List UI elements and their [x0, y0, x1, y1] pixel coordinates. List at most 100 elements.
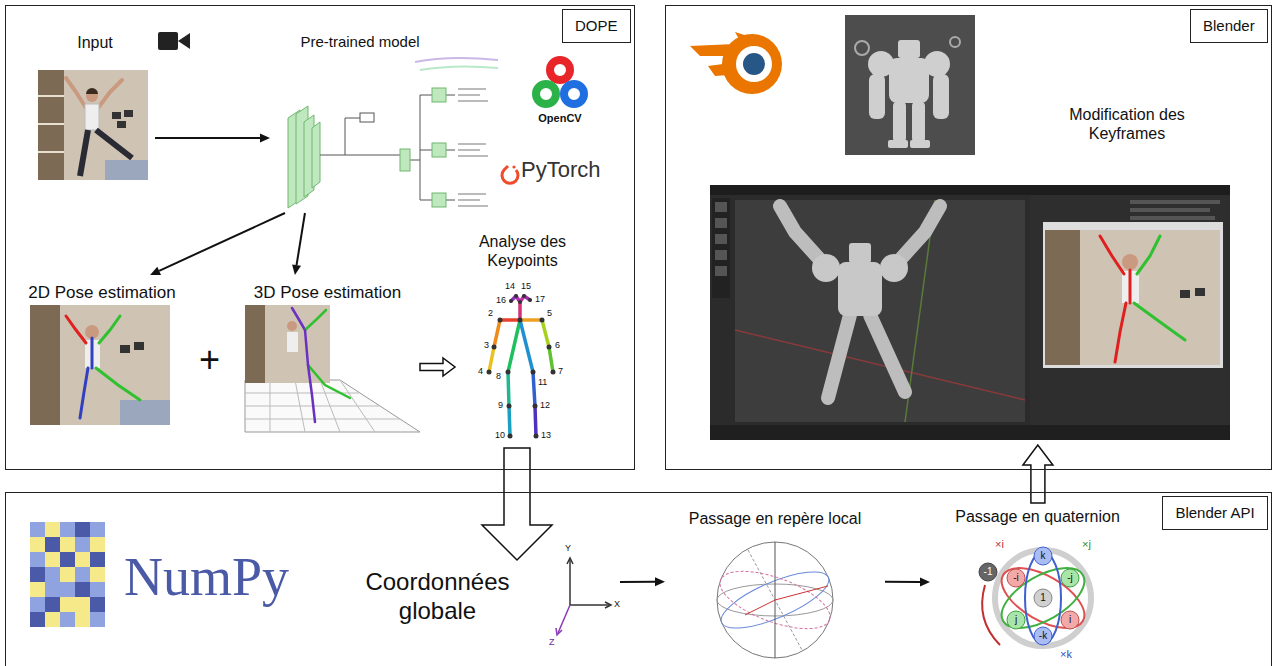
keypoint-skeleton-part	[508, 320, 520, 372]
label-holder: 15	[521, 282, 531, 292]
numpy-logo-part	[30, 552, 45, 567]
label-holder: 6	[555, 341, 560, 351]
keypoint-dots-part	[498, 318, 503, 323]
numpy-logo-part	[75, 612, 90, 627]
keypoint-dots-part	[540, 318, 545, 323]
robot-thumbnail-part-part	[893, 102, 906, 142]
label-holder: 9	[498, 401, 503, 411]
blender-screenshot-part-part	[828, 315, 850, 398]
blender-screenshot-part-part	[1115, 303, 1126, 362]
numpy-logo-part	[75, 582, 90, 597]
blender-screenshot-part	[735, 200, 1025, 422]
global-axes-part	[569, 560, 571, 605]
robot-thumbnail-part	[845, 15, 975, 155]
flow-connector	[150, 213, 285, 275]
blender-screenshot-part-part	[715, 250, 727, 260]
pose-2d-photo	[30, 305, 170, 425]
robot-thumbnail-part	[950, 37, 960, 47]
connector-line	[297, 213, 305, 265]
pose-2d-photo-part	[66, 316, 140, 418]
network-diagram-part	[432, 193, 446, 207]
numpy-logo-part	[30, 582, 45, 597]
celestial-sphere-part	[775, 586, 828, 600]
blender-screenshot-part	[1130, 200, 1220, 220]
logo-name: NumPy	[124, 548, 289, 607]
blender-logo	[690, 32, 782, 94]
input-photo-part	[38, 151, 64, 153]
robot-thumbnail	[845, 15, 975, 155]
input-photo-part	[80, 130, 88, 176]
label-holder: 17	[535, 295, 545, 305]
pose-3d-figure-part-part	[295, 380, 305, 432]
numpy-logo-part	[30, 522, 45, 537]
numpy-logo-part	[30, 537, 45, 552]
global-axes-part	[556, 628, 562, 635]
pose-2d-photo-part	[120, 345, 130, 353]
label-holder: 3	[484, 341, 489, 351]
keypoint-skeleton-part	[520, 318, 542, 322]
keypoint-skeleton-part	[508, 372, 509, 406]
hollow-arrow	[482, 448, 552, 560]
pose-3d-figure-part-part	[340, 380, 375, 432]
keypoint-dots-part	[534, 434, 539, 439]
blender-screenshot-part-part	[1130, 216, 1215, 220]
quaternion-unit: -k	[1034, 630, 1052, 641]
camera-icon-part	[178, 33, 190, 49]
blender-screenshot-part-part	[880, 254, 908, 282]
numpy-logo-part	[60, 597, 75, 612]
pose-3d-figure-part-part	[305, 330, 308, 365]
input-photo-part	[124, 110, 133, 117]
label-holder: 10	[495, 431, 505, 441]
blender-screenshot-part-part	[715, 202, 727, 212]
quaternion-diagram-part	[1007, 569, 1025, 587]
keypoint-dots-part	[492, 345, 497, 350]
flow-connector	[155, 134, 270, 143]
label-holder: j	[1007, 614, 1025, 625]
keypoint-number: 8	[496, 372, 501, 382]
numpy-logo-part	[30, 597, 45, 612]
blender-screenshot-part	[1100, 236, 1185, 362]
pose-3d-figure-part-part	[308, 365, 350, 398]
blender-screenshot-part	[712, 198, 730, 298]
camera-icon-part	[158, 32, 178, 50]
network-diagram-part	[458, 88, 488, 207]
blender-screenshot-part-part	[715, 266, 727, 276]
axis-name: X	[614, 600, 620, 610]
blender-screenshot-part-part	[1130, 200, 1220, 204]
numpy-logo-part	[30, 567, 45, 582]
stage-caption: 3D Pose estimation	[235, 283, 420, 303]
flow-connector	[420, 358, 455, 376]
flow-connector	[482, 448, 552, 560]
robot-thumbnail-part-part	[869, 74, 885, 119]
blender-screenshot-part-part	[715, 218, 727, 228]
pose-3d-figure-part-part	[292, 308, 305, 330]
label-holder: 7	[558, 367, 563, 377]
numpy-logo-part	[45, 522, 60, 537]
connector-line	[885, 581, 920, 583]
label-holder: 8	[496, 372, 501, 382]
network-diagram-part	[432, 143, 446, 157]
network-diagram-part-part	[458, 143, 486, 145]
pose-3d-figure-part	[292, 308, 350, 422]
stage-caption: 2D Pose estimation	[12, 283, 192, 303]
label-holder: Z	[549, 638, 555, 648]
numpy-logo-part	[90, 552, 105, 567]
plus-sign: +	[199, 340, 220, 380]
quaternion-diagram	[979, 547, 1094, 646]
stage-caption: Input	[35, 33, 155, 52]
input-photo-part	[38, 123, 64, 125]
label-holder: PyTorch	[521, 158, 600, 182]
keypoint-number: 10	[495, 431, 505, 441]
flow-connector	[1023, 445, 1053, 503]
pose-3d-figure-part-part	[245, 419, 400, 420]
label-holder: 11	[538, 378, 547, 388]
keypoint-dots-part	[509, 299, 513, 303]
stage-figure: Analyse des Keypoints	[455, 228, 590, 448]
label-holder: ×k	[1060, 648, 1072, 660]
network-diagram-part-part	[458, 100, 488, 102]
arrow-head	[150, 267, 161, 275]
logo-name: PyTorch	[521, 158, 600, 182]
numpy-logo-part	[30, 612, 45, 627]
rotation-name: ×k	[1060, 648, 1072, 660]
